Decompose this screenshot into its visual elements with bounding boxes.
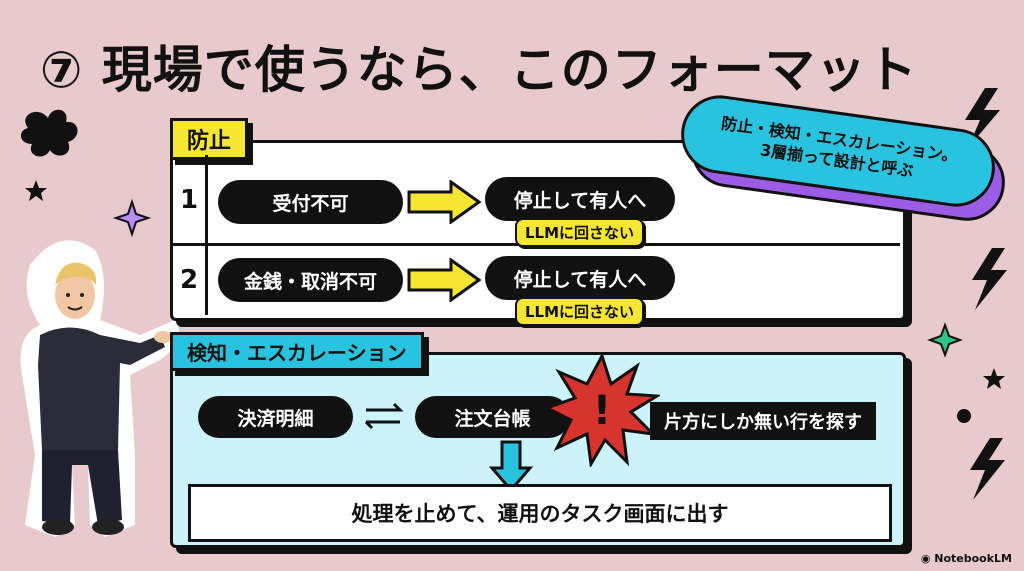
- arrow-right-icon: [407, 258, 482, 302]
- prevention-item: 金銭・取消不可: [218, 258, 403, 302]
- prevention-note: LLMに回さない: [515, 297, 645, 326]
- lightning-icon: [970, 438, 1005, 500]
- presenter-illustration: [20, 240, 180, 537]
- dot-icon: [957, 409, 971, 423]
- row-number: 1: [180, 185, 199, 215]
- prevention-item: 受付不可: [218, 180, 403, 224]
- lightning-icon: [965, 88, 1000, 148]
- page-title: ⑦ 現場で使うなら、このフォーマット: [40, 41, 918, 99]
- alert-symbol: !: [593, 388, 611, 434]
- arrow-right-icon: [407, 180, 482, 224]
- prevention-action: 停止して有人へ: [485, 177, 675, 221]
- prevention-action: 停止して有人へ: [485, 256, 675, 300]
- alert-burst-icon: !: [545, 352, 660, 467]
- ink-blob-icon: [20, 109, 78, 157]
- lightning-icon: [972, 248, 1007, 310]
- sparkle-icon: [112, 198, 152, 238]
- star-icon: [25, 180, 47, 201]
- detection-source-left: 決済明細: [198, 396, 353, 438]
- detection-source-right: 注文台帳: [415, 396, 570, 438]
- star-icon: [983, 368, 1005, 389]
- brand-label: NotebookLM: [934, 552, 1012, 565]
- detection-label: 検知・エスカレーション: [170, 332, 424, 371]
- row-divider: [205, 155, 208, 315]
- detection-result-box: 処理を止めて、運用のタスク画面に出す: [188, 484, 892, 542]
- detection-result-text: 処理を止めて、運用のタスク画面に出す: [351, 502, 729, 526]
- notebooklm-brand: ◉ NotebookLM: [921, 552, 1012, 565]
- notebooklm-icon: ◉: [920, 552, 935, 565]
- prevention-label: 防止: [170, 118, 249, 160]
- sparkle-icon: [927, 322, 963, 358]
- detection-finding: 片方にしか無い行を探す: [650, 402, 876, 440]
- row-number: 2: [180, 265, 199, 295]
- prevention-note: LLMに回さない: [515, 218, 645, 247]
- swap-arrows-icon: [364, 402, 404, 430]
- arrow-down-icon: [488, 440, 534, 492]
